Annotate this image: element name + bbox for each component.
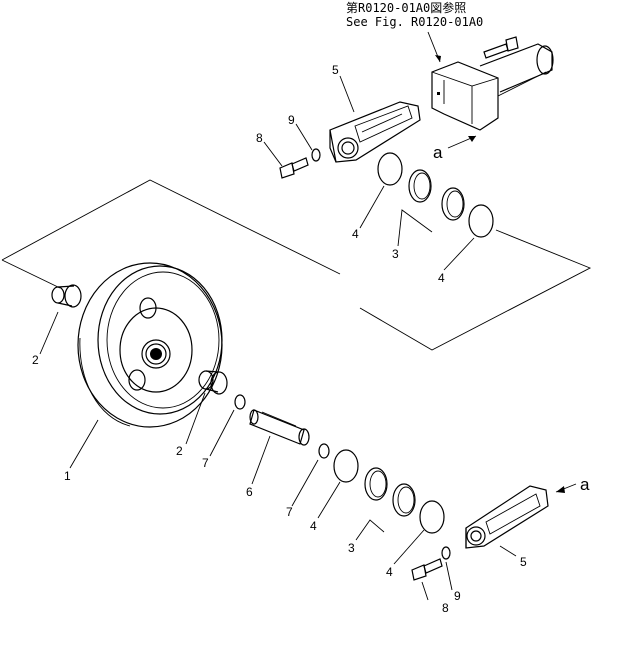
track-frame-block [431,43,554,131]
washer-upper [311,148,321,162]
bushing-center [198,370,228,395]
callout-9-washer-lower: 9 [454,589,461,603]
reference-arrowhead [435,55,441,62]
leader-lines [39,75,517,601]
callout-3-seal-lower: 3 [348,541,355,555]
support-lower [465,485,549,549]
callout-2-bushing-center: 2 [176,444,183,458]
callout-7-oring-right: 7 [286,505,293,519]
oring-shaft-left [234,394,246,410]
arrow-upper-head [468,136,476,142]
callout-4-oring-lower-right: 4 [386,565,393,579]
reference-jp: 第R0120-01A0図参照 [346,0,466,15]
plane-left-upper [1,179,341,275]
callout-9-washer-upper: 9 [288,113,295,127]
oring-lower-left [333,449,359,483]
callout-1-idler: 1 [64,469,71,483]
seal-ring-upper-b [441,187,465,221]
arrow-lower-label: a [580,475,590,494]
reference-en: See Fig. R0120-01A0 [346,15,483,29]
seal-ring-upper-a [408,169,432,203]
callout-4-oring-upper-right: 4 [438,271,445,285]
arrow-upper-label: a [433,143,443,162]
callout-4-oring-upper-left: 4 [352,227,359,241]
callout-6-shaft: 6 [246,485,253,499]
bolt-lower [411,558,443,581]
callout-8-bolt-upper: 8 [256,131,263,145]
oring-lower-right [419,500,445,534]
seal-ring-lower-b [392,483,416,517]
oring-shaft-right [318,443,330,459]
callout-2-bushing-left: 2 [32,353,39,367]
callout-4-oring-lower-left: 4 [310,519,317,533]
support-upper [329,101,421,163]
oring-upper-left [377,152,403,186]
plane-left-side [1,259,61,289]
arrow-lower-head [556,486,565,493]
bolt-upper [279,157,309,179]
oring-upper-right [468,204,494,238]
callout-5-support-upper: 5 [332,63,339,77]
shaft [249,409,310,446]
callout-3-seal-upper: 3 [392,247,399,261]
callout-5-support-lower: 5 [520,555,527,569]
washer-lower [441,546,451,560]
callout-7-oring-left: 7 [202,456,209,470]
callout-8-bolt-lower: 8 [442,601,449,615]
plane-right [359,229,592,351]
bushing-left [51,284,82,308]
seal-ring-lower-a [364,467,388,501]
idler-wheel [77,262,223,428]
frame-bolt [483,36,519,59]
